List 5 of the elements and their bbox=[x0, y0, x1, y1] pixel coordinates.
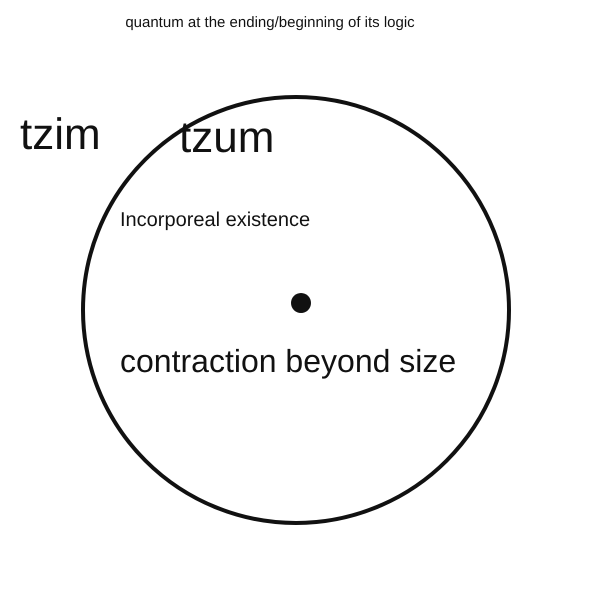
circle-heading: tzum bbox=[179, 113, 274, 163]
circle-subtitle: Incorporeal existence bbox=[120, 209, 310, 232]
outside-label: tzim bbox=[20, 110, 101, 160]
circle-caption: contraction beyond size bbox=[120, 343, 456, 380]
diagram-title: quantum at the ending/beginning of its logic bbox=[124, 14, 416, 31]
